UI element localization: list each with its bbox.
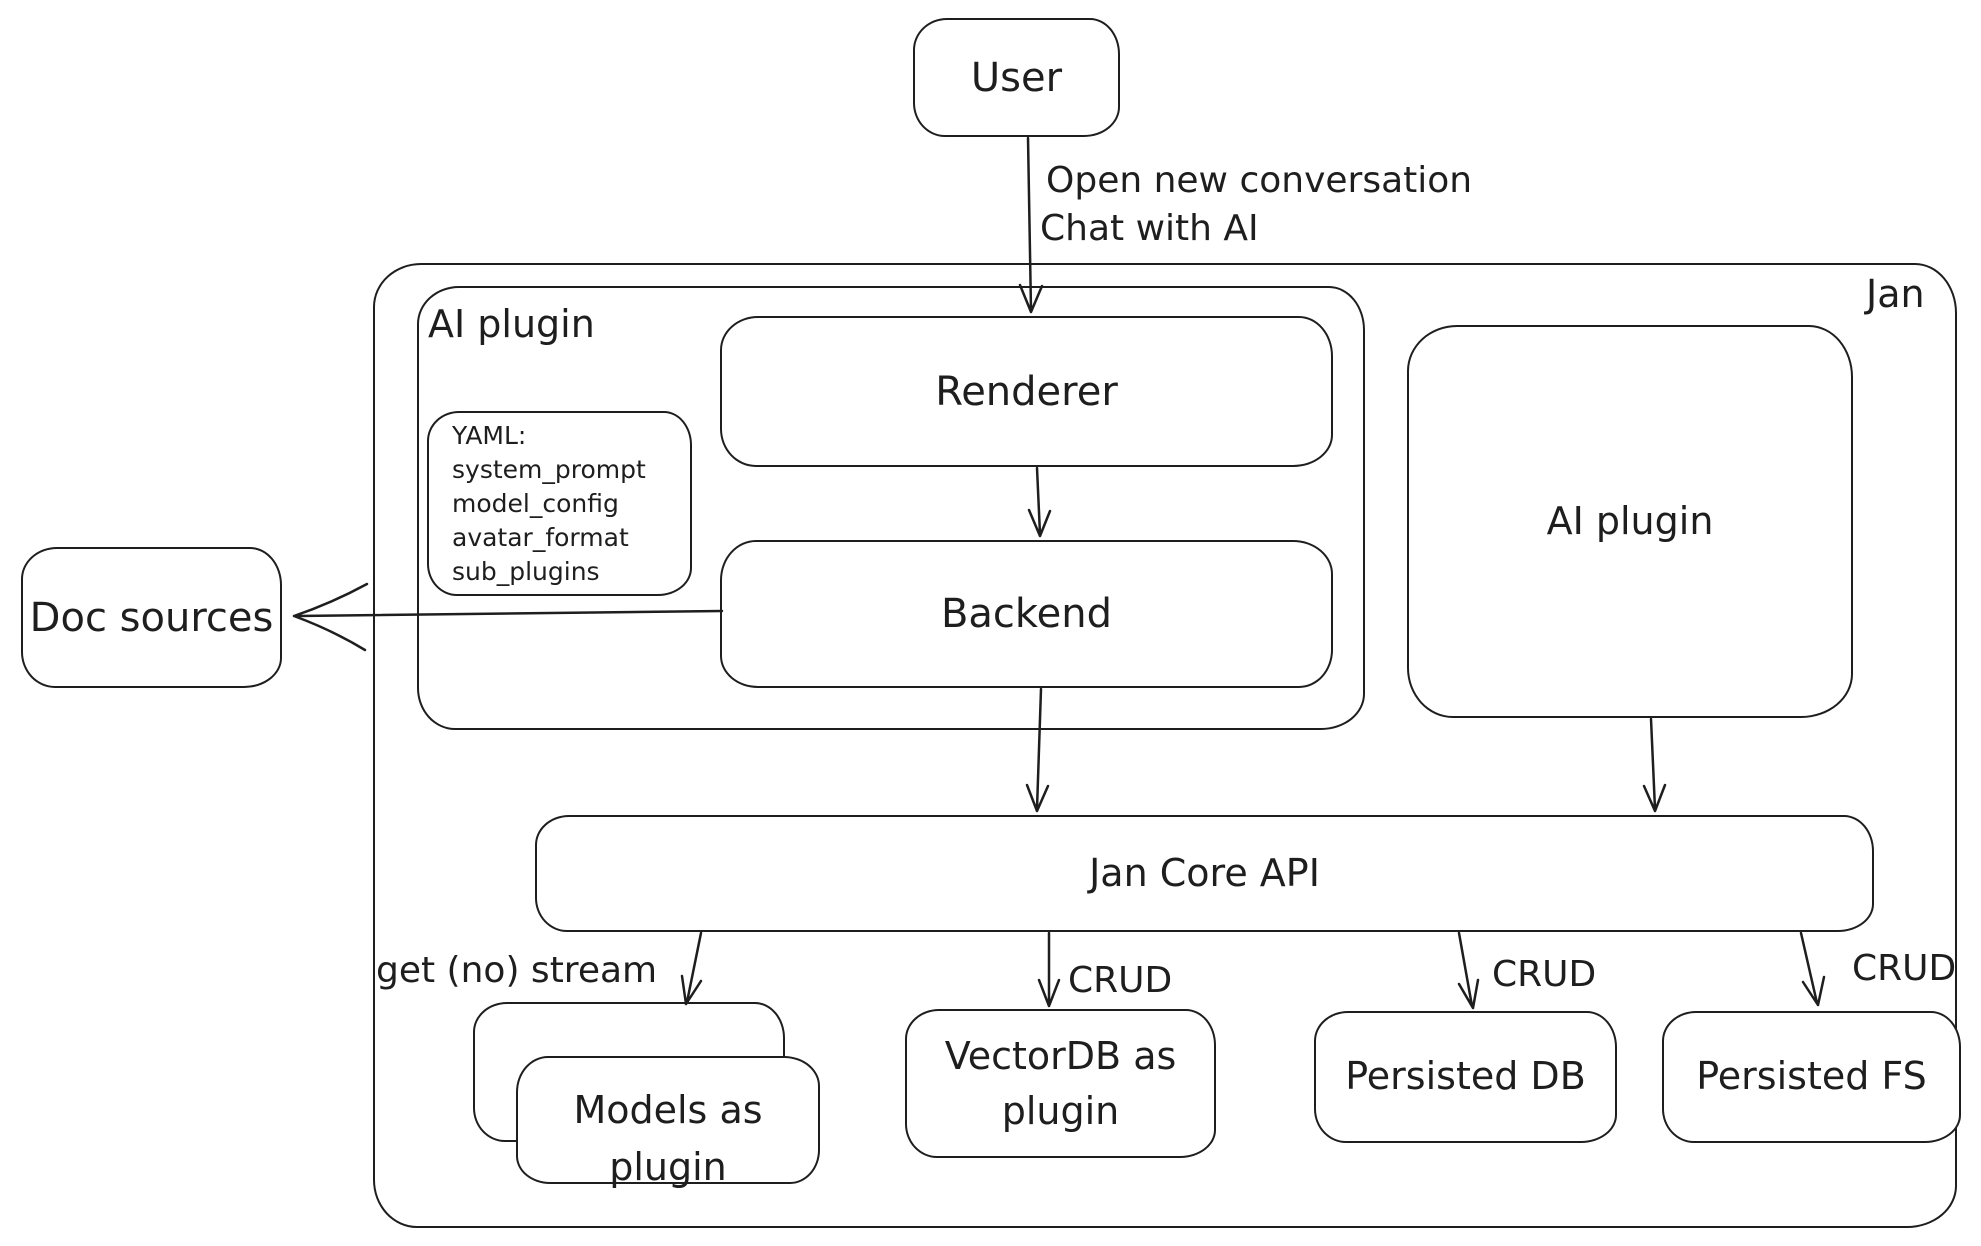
crud-label-vectordb[interactable]: CRUD bbox=[1068, 960, 1173, 1001]
ai-plugin-container-label[interactable]: AI plugin bbox=[428, 302, 595, 346]
ai-plugin-right-node[interactable]: AI plugin bbox=[1407, 325, 1853, 718]
backend-node-label: Backend bbox=[940, 591, 1113, 637]
get-no-stream-label[interactable]: get (no) stream bbox=[376, 950, 658, 991]
doc-sources-node[interactable]: Doc sources bbox=[21, 547, 282, 688]
user-node-label: User bbox=[970, 54, 1063, 101]
persisted-fs-node[interactable]: Persisted FS bbox=[1662, 1011, 1961, 1143]
ai-plugin-container[interactable] bbox=[417, 286, 1365, 730]
yaml-note-box[interactable] bbox=[427, 411, 692, 596]
crud-label-persisted-fs[interactable]: CRUD bbox=[1852, 948, 1957, 989]
yaml-note-text: YAML: system_prompt model_config avatar_… bbox=[452, 419, 646, 589]
user-flow-label-line2[interactable]: Chat with AI bbox=[1040, 208, 1259, 249]
renderer-node-label: Renderer bbox=[935, 368, 1118, 415]
user-flow-label-line1[interactable]: Open new conversation bbox=[1046, 160, 1473, 201]
jan-core-api-label: Jan Core API bbox=[1089, 850, 1320, 895]
persisted-db-label: Persisted DB bbox=[1345, 1054, 1586, 1099]
jan-system-box[interactable] bbox=[373, 263, 1957, 1228]
backend-node[interactable]: Backend bbox=[720, 540, 1333, 688]
models-as-plugin-label: Models as plugin bbox=[573, 1088, 763, 1189]
vectordb-as-plugin-node[interactable]: VectorDB as plugin bbox=[905, 1009, 1216, 1158]
yaml-line: YAML: bbox=[452, 421, 527, 450]
persisted-fs-label: Persisted FS bbox=[1696, 1054, 1927, 1099]
yaml-line: system_prompt bbox=[452, 455, 646, 484]
vectordb-as-plugin-label: VectorDB as plugin bbox=[944, 1033, 1177, 1133]
models-as-plugin-node[interactable] bbox=[516, 1056, 820, 1184]
yaml-line: avatar_format bbox=[452, 523, 629, 552]
renderer-node[interactable]: Renderer bbox=[720, 316, 1333, 467]
jan-core-api-node[interactable]: Jan Core API bbox=[535, 815, 1874, 932]
user-node[interactable]: User bbox=[913, 18, 1120, 137]
jan-system-label[interactable]: Jan bbox=[1866, 272, 1925, 316]
ai-plugin-right-label: AI plugin bbox=[1546, 498, 1714, 543]
yaml-line: sub_plugins bbox=[452, 557, 600, 586]
persisted-db-node[interactable]: Persisted DB bbox=[1314, 1011, 1617, 1143]
doc-sources-label: Doc sources bbox=[29, 594, 274, 641]
crud-label-persisted-db[interactable]: CRUD bbox=[1492, 954, 1597, 995]
yaml-line: model_config bbox=[452, 489, 619, 518]
